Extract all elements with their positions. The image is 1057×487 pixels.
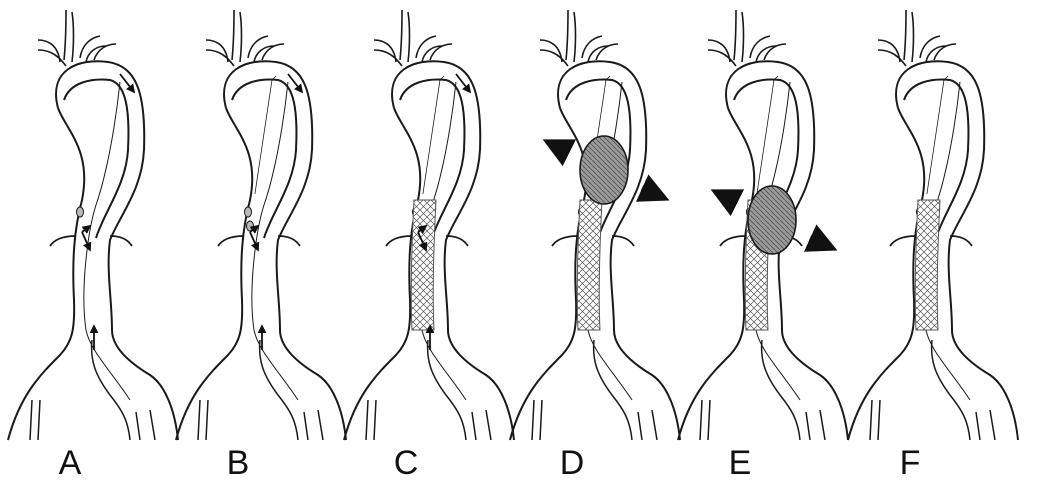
panel-label: C bbox=[394, 444, 419, 482]
aorta-inner-wall bbox=[903, 78, 970, 239]
panel-label: A bbox=[59, 444, 82, 482]
dilation-arrows bbox=[542, 139, 670, 202]
panel-c: C bbox=[343, 9, 515, 482]
stent-graft bbox=[926, 75, 949, 195]
renal-branches bbox=[551, 235, 635, 247]
renal-branches bbox=[385, 235, 469, 247]
panel-e: E bbox=[677, 9, 849, 482]
iliac-branches bbox=[699, 339, 826, 441]
aortic-arch-branches bbox=[539, 9, 619, 67]
aortic-arch-branches bbox=[373, 9, 453, 67]
flow-arrows bbox=[81, 73, 136, 350]
aortic-arch-branches bbox=[707, 9, 787, 67]
panel-b: B bbox=[175, 9, 347, 482]
aorta-outline bbox=[175, 60, 347, 441]
aortic-arch-branches bbox=[37, 9, 117, 67]
dissection-flap bbox=[83, 81, 131, 401]
visceral-ostium bbox=[76, 206, 84, 218]
flow-arrows bbox=[249, 73, 304, 350]
bare-metal-mesh bbox=[410, 199, 437, 331]
balloon bbox=[579, 135, 629, 205]
panel-label: D bbox=[560, 444, 585, 482]
dilation-arrows bbox=[710, 189, 838, 252]
flow-arrows bbox=[417, 73, 472, 350]
renal-branches bbox=[217, 235, 301, 247]
aorta-inner-wall bbox=[63, 78, 130, 239]
aorta-inner-wall bbox=[399, 78, 466, 239]
renal-branches bbox=[49, 235, 133, 247]
panel-d: D bbox=[509, 9, 681, 482]
aorta-outline bbox=[7, 60, 179, 441]
panel-label: F bbox=[900, 444, 921, 482]
iliac-branches bbox=[197, 339, 324, 441]
iliac-branches bbox=[869, 339, 996, 441]
iliac-branches bbox=[531, 339, 658, 441]
aorta-inner-wall bbox=[231, 78, 298, 239]
visceral-ostium bbox=[244, 206, 252, 218]
bare-metal-mesh bbox=[914, 199, 941, 331]
iliac-branches bbox=[29, 339, 156, 441]
stent-graft bbox=[254, 75, 277, 195]
stent-graft bbox=[756, 75, 779, 195]
aortic-arch-branches bbox=[877, 9, 957, 67]
stent-graft bbox=[422, 75, 445, 195]
dissection-flap bbox=[251, 81, 299, 401]
aorta-outline bbox=[847, 60, 1019, 441]
aortic-arch-branches bbox=[205, 9, 285, 67]
renal-branches bbox=[889, 235, 973, 247]
panel-label: E bbox=[729, 444, 752, 482]
iliac-branches bbox=[365, 339, 492, 441]
panel-label: B bbox=[227, 444, 250, 482]
panel-a: A bbox=[7, 9, 179, 482]
panel-f: F bbox=[847, 9, 1019, 482]
bare-metal-mesh bbox=[576, 199, 603, 331]
aorta-outline bbox=[343, 60, 515, 441]
balloon bbox=[747, 185, 797, 255]
